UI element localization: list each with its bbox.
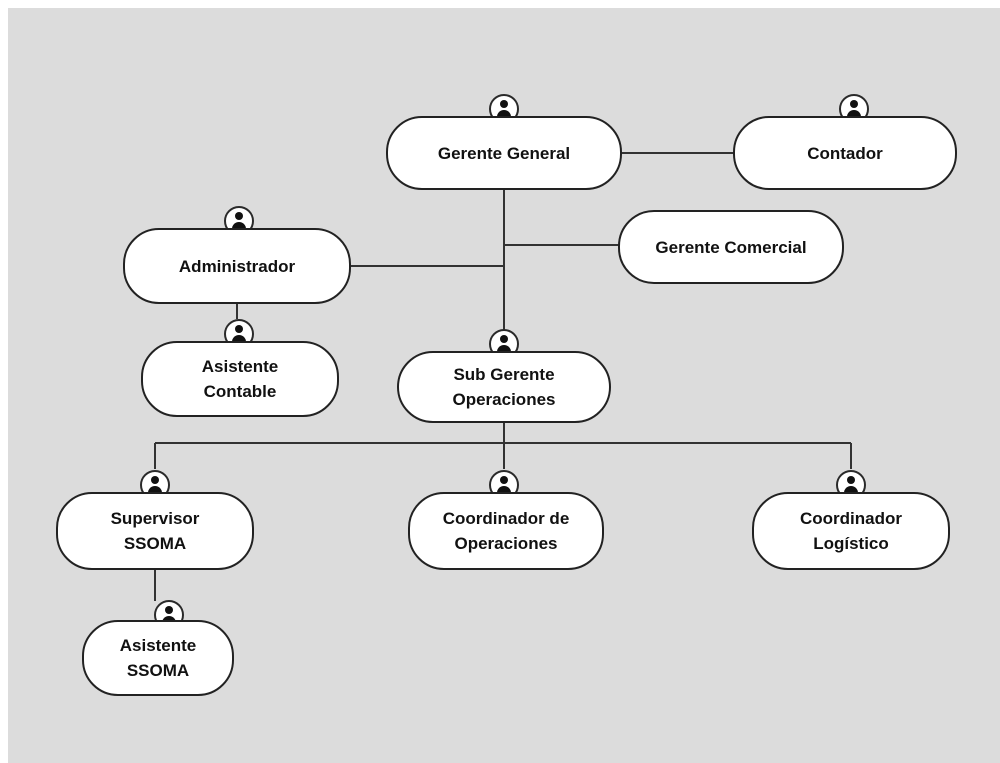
node-sub-gerente-operaciones: Sub Gerente Operaciones — [397, 351, 611, 423]
node-label: Asistente Contable — [201, 357, 279, 401]
node-label: Sub Gerente Operaciones — [452, 365, 556, 409]
node-coordinador-operaciones: Coordinador de Operaciones — [408, 492, 604, 570]
node-contador: Contador — [733, 116, 957, 190]
org-chart-canvas: Gerente General Contador Gerente Comerci… — [8, 8, 1000, 763]
node-label: Asistente SSOMA — [119, 636, 197, 680]
connector-lines — [154, 152, 852, 601]
node-gerente-general: Gerente General — [386, 116, 622, 190]
node-label: Coordinador Logístico — [800, 509, 902, 553]
node-coordinador-logistico: Coordinador Logístico — [752, 492, 950, 570]
node-asistente-ssoma: Asistente SSOMA — [82, 620, 234, 696]
node-gerente-comercial: Gerente Comercial — [618, 210, 844, 284]
node-label: Coordinador de Operaciones — [442, 509, 570, 553]
node-label: Gerente Comercial — [655, 237, 807, 257]
node-label: Administrador — [178, 256, 296, 276]
node-label: Contador — [807, 143, 883, 163]
node-label: Gerente General — [437, 143, 571, 163]
node-asistente-contable: Asistente Contable — [141, 341, 339, 417]
node-label: Supervisor SSOMA — [110, 509, 200, 553]
node-supervisor-ssoma: Supervisor SSOMA — [56, 492, 254, 570]
node-administrador: Administrador — [123, 228, 351, 304]
